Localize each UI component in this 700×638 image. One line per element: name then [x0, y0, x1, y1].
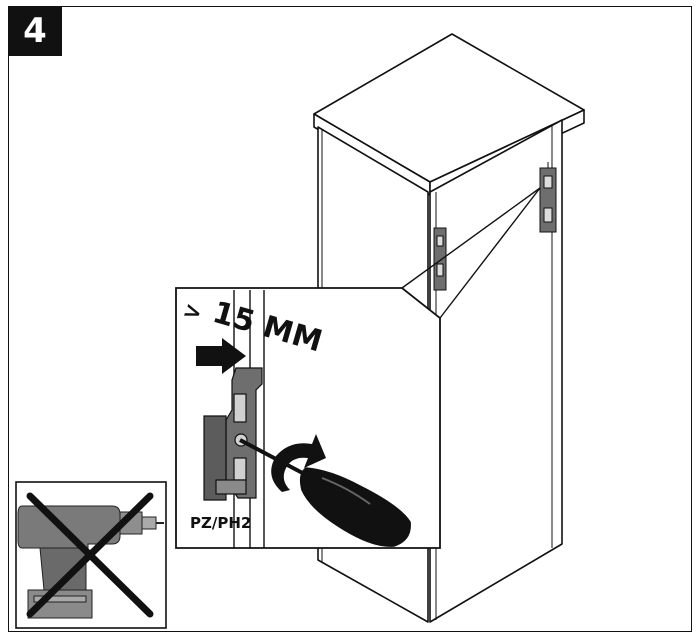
cabinet-wall-bracket-lower	[433, 227, 447, 291]
rotation-arrow	[271, 434, 326, 492]
no-drill-warning	[15, 481, 167, 629]
detail-callout: > 15 MM PZ/PH2	[175, 287, 441, 549]
cabinet-wall-bracket-upper	[539, 162, 557, 233]
step-number-badge: 4	[8, 6, 62, 56]
distance-arrow	[196, 338, 246, 374]
screwdriver-label: PZ/PH2	[190, 514, 251, 532]
no-power-drill-icon	[17, 492, 164, 619]
detail-bracket	[203, 367, 263, 501]
callout-leader-lines	[401, 187, 541, 319]
